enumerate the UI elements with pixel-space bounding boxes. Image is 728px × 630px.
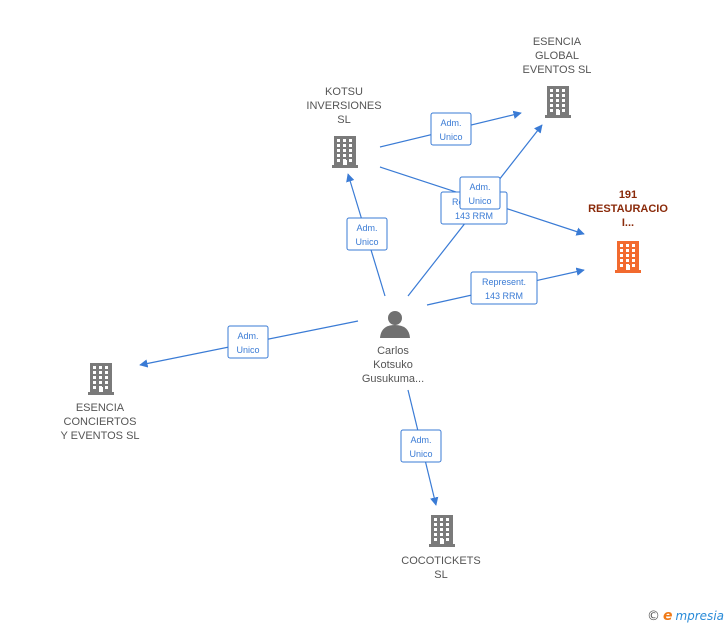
node-label-line: SL	[337, 114, 350, 126]
edge-label-line: Adm.	[469, 182, 490, 192]
edge-label-line: Adm.	[237, 331, 258, 341]
node-label-line: Gusukuma...	[362, 373, 424, 385]
node-label-line: CONCIERTOS	[64, 416, 137, 428]
node-label-esencia_conciertos[interactable]: ESENCIA CONCIERTOS Y EVENTOS SL	[60, 402, 139, 442]
node-label-line: 191	[619, 189, 637, 201]
building-icon-cocotickets[interactable]	[429, 515, 455, 547]
edge-label-carlos-coco[interactable]: Adm. Unico	[400, 429, 442, 463]
edge-label-line: Adm.	[410, 435, 431, 445]
edge-label-carlos-kotsu[interactable]: Adm. Unico	[346, 217, 388, 251]
edge-label-line: Represent.	[482, 277, 526, 287]
edge-label-line: Unico	[355, 237, 378, 247]
logo-initial: e	[662, 608, 673, 624]
building-icon-esencia_global[interactable]	[545, 86, 571, 118]
edge-label-carlos-restauracio[interactable]: Represent. 143 RRM	[470, 271, 538, 305]
person-icon-carlos[interactable]	[380, 311, 410, 338]
node-label-line: EVENTOS SL	[523, 64, 592, 76]
node-label-line: INVERSIONES	[306, 100, 381, 112]
edge-label-line: 143 RRM	[455, 211, 493, 221]
copyright-symbol: ©	[646, 608, 660, 624]
edge-label-kotsu-restauracio[interactable]: Adm. Unico	[459, 176, 501, 210]
node-label-line: SL	[434, 569, 447, 581]
node-label-kotsu[interactable]: KOTSU INVERSIONES SL	[306, 86, 381, 126]
edge-label-line: Adm.	[440, 118, 461, 128]
edge-label-line: Adm.	[356, 223, 377, 233]
node-label-line: GLOBAL	[535, 50, 579, 62]
edge-label-line: Unico	[468, 196, 491, 206]
logo-wordmark: mpresia	[675, 609, 724, 623]
building-icon-esencia_conciertos[interactable]	[88, 363, 114, 395]
node-label-line: COCOTICKETS	[401, 555, 480, 567]
node-label-line: KOTSU	[325, 86, 363, 98]
node-label-line: RESTAURACIO	[588, 203, 668, 215]
node-label-line: Y EVENTOS SL	[60, 430, 139, 442]
building-icon-restauracio[interactable]	[615, 241, 641, 273]
node-label-line: ESENCIA	[76, 402, 125, 414]
building-icon-kotsu[interactable]	[332, 136, 358, 168]
node-label-line: ESENCIA	[533, 36, 582, 48]
node-label-esencia_global[interactable]: ESENCIA GLOBAL EVENTOS SL	[523, 36, 592, 76]
node-label-cocotickets[interactable]: COCOTICKETS SL	[401, 555, 480, 581]
node-label-line: Carlos	[377, 345, 409, 357]
edge-label-line: 143 RRM	[485, 291, 523, 301]
edge-label-line: Unico	[236, 345, 259, 355]
edge-label-kotsu-global[interactable]: Adm. Unico	[430, 112, 472, 146]
edge-label-line: Unico	[439, 132, 462, 142]
node-label-line: I...	[622, 217, 634, 229]
node-label-line: Kotsuko	[373, 359, 413, 371]
edge-label-carlos-conciertos[interactable]: Adm. Unico	[227, 325, 269, 359]
edge-label-line: Unico	[409, 449, 432, 459]
